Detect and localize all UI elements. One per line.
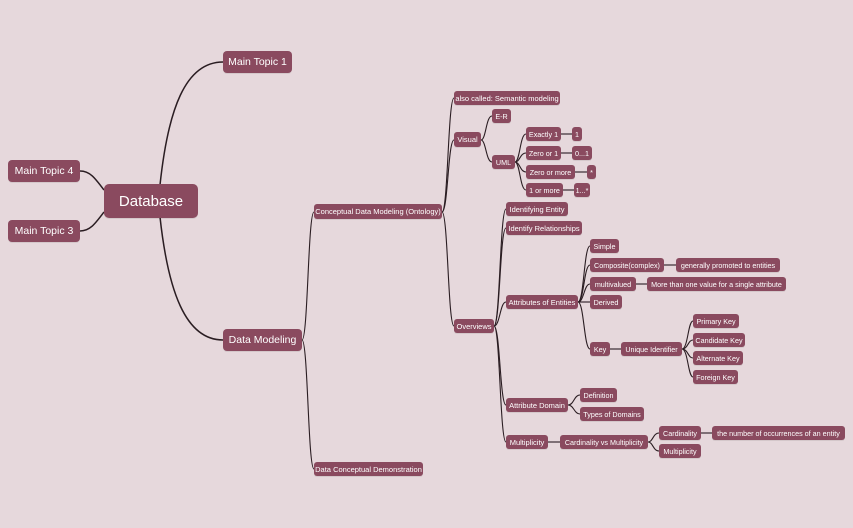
visual-node[interactable]: Visual bbox=[454, 132, 481, 147]
uml-node[interactable]: UML bbox=[492, 155, 515, 169]
simple-node[interactable]: Simple bbox=[590, 239, 619, 253]
composite-node[interactable]: Composite(complex) bbox=[590, 258, 664, 272]
cardinality-node[interactable]: Cardinality bbox=[659, 426, 701, 440]
zero-or-1-value[interactable]: 0...1 bbox=[572, 146, 592, 160]
composite-note-node[interactable]: generally promoted to entities bbox=[676, 258, 780, 272]
er-node[interactable]: E-R bbox=[492, 109, 511, 123]
cardinality-vs-multiplicity-node[interactable]: Cardinality vs Multiplicity bbox=[560, 435, 648, 449]
multiplicity-leaf-node[interactable]: Multiplicity bbox=[659, 444, 701, 458]
attribute-domain-node[interactable]: Attribute Domain bbox=[506, 398, 568, 412]
root-node-database[interactable]: Database bbox=[104, 184, 198, 218]
exactly-1-node[interactable]: Exactly 1 bbox=[526, 127, 561, 141]
exactly-1-value[interactable]: 1 bbox=[572, 127, 582, 141]
multiplicity-node[interactable]: Multiplicity bbox=[506, 435, 548, 449]
types-of-domains-node[interactable]: Types of Domains bbox=[580, 407, 644, 421]
data-conceptual-demonstration-node[interactable]: Data Conceptual Demonstration bbox=[314, 462, 423, 476]
also-called-node[interactable]: also called: Semantic modeling bbox=[454, 91, 560, 105]
multivalued-note-node[interactable]: More than one value for a single attribu… bbox=[647, 277, 786, 291]
zero-or-1-node[interactable]: Zero or 1 bbox=[526, 146, 561, 160]
candidate-key-node[interactable]: Candidate Key bbox=[693, 333, 745, 347]
main-topic-1[interactable]: Main Topic 1 bbox=[223, 51, 292, 73]
data-modeling-node[interactable]: Data Modeling bbox=[223, 329, 302, 351]
conceptual-data-modeling-node[interactable]: Conceptual Data Modeling (Ontology) bbox=[314, 204, 442, 219]
main-topic-4[interactable]: Main Topic 4 bbox=[8, 160, 80, 182]
main-topic-3[interactable]: Main Topic 3 bbox=[8, 220, 80, 242]
unique-identifier-node[interactable]: Unique Identifier bbox=[621, 342, 682, 356]
cardinality-note-node[interactable]: the number of occurrences of an entity bbox=[712, 426, 845, 440]
identifying-entity-node[interactable]: Identifying Entity bbox=[506, 202, 568, 216]
foreign-key-node[interactable]: Foreign Key bbox=[693, 370, 738, 384]
zero-or-more-node[interactable]: Zero or more bbox=[526, 165, 575, 179]
one-or-more-node[interactable]: 1 or more bbox=[526, 183, 563, 197]
definition-node[interactable]: Definition bbox=[580, 388, 617, 402]
alternate-key-node[interactable]: Alternate Key bbox=[693, 351, 743, 365]
one-or-more-value[interactable]: 1...* bbox=[574, 183, 590, 197]
primary-key-node[interactable]: Primary Key bbox=[693, 314, 739, 328]
derived-node[interactable]: Derived bbox=[590, 295, 622, 309]
overviews-node[interactable]: Overviews bbox=[454, 319, 494, 333]
identify-relationships-node[interactable]: Identify Relationships bbox=[506, 221, 582, 235]
zero-or-more-value[interactable]: * bbox=[587, 165, 596, 179]
multivalued-node[interactable]: multivalued bbox=[590, 277, 636, 291]
attributes-of-entities-node[interactable]: Attributes of Entities bbox=[506, 295, 578, 309]
key-node[interactable]: Key bbox=[590, 342, 610, 356]
